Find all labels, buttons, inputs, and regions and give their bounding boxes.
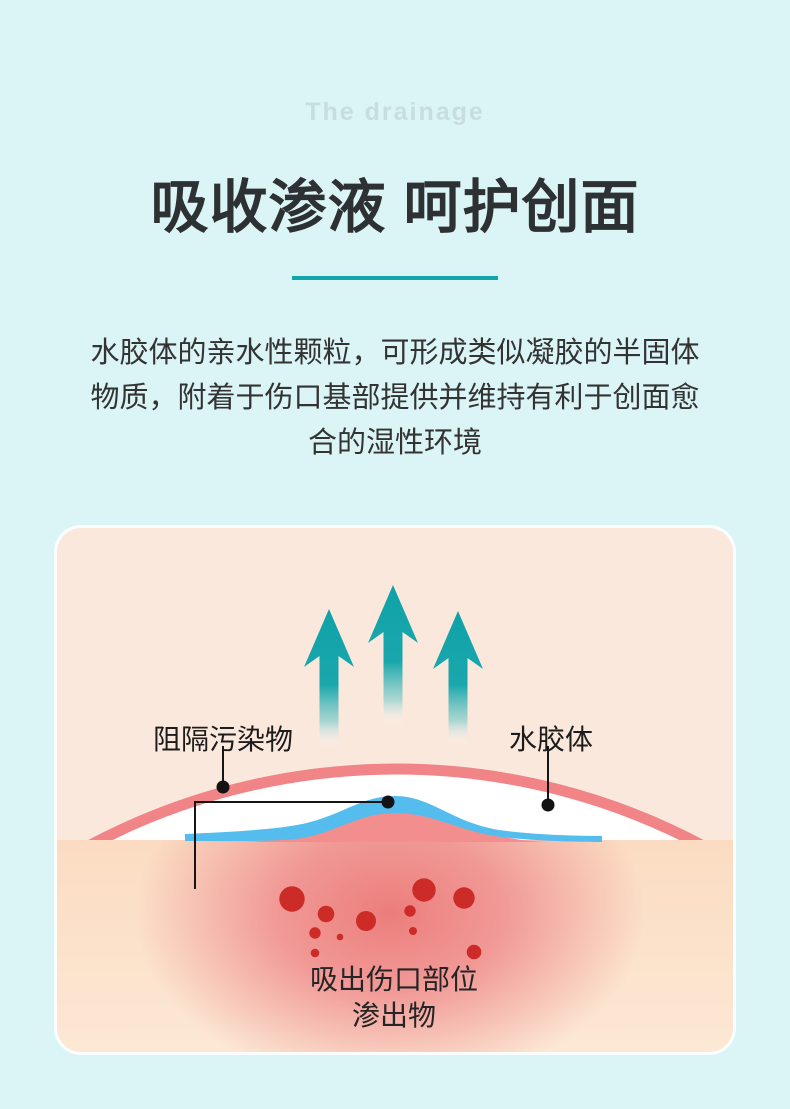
callout-dots [216, 780, 555, 812]
diagram-caption: 吸出伤口部位 渗出物 [310, 962, 478, 1034]
caption-line: 吸出伤口部位 [309, 964, 479, 995]
wound-mound [247, 811, 545, 842]
hydrocolloid-layer [185, 796, 602, 842]
callout-lines [194, 746, 549, 889]
tagline: The drainage [305, 98, 485, 126]
description-line: 水胶体的亲水性颗粒，可形成类似凝胶的半固体 [90, 337, 700, 369]
up-arrows-icon [304, 585, 483, 747]
diagram-panel: 阻隔污染物 水胶体 吸出伤口部位 渗出物 [57, 528, 733, 1052]
description-line: 物质，附着于伤口基部提供并维持有利于创面愈 [90, 382, 700, 414]
label-hydrocolloid: 水胶体 [508, 724, 594, 755]
exudate-dots [279, 878, 482, 960]
page-title: 吸收渗液 呵护创面 [150, 175, 640, 240]
wound-diagram [57, 585, 733, 1052]
wound-glow [135, 840, 645, 1052]
label-block-contaminants: 阻隔污染物 [152, 724, 294, 755]
title-divider [292, 276, 498, 280]
description-line: 合的湿性环境 [307, 427, 482, 459]
caption-line: 渗出物 [351, 1000, 437, 1031]
description-paragraph: 水胶体的亲水性颗粒，可形成类似凝胶的半固体 物质，附着于伤口基部提供并维持有利于… [0, 331, 790, 466]
